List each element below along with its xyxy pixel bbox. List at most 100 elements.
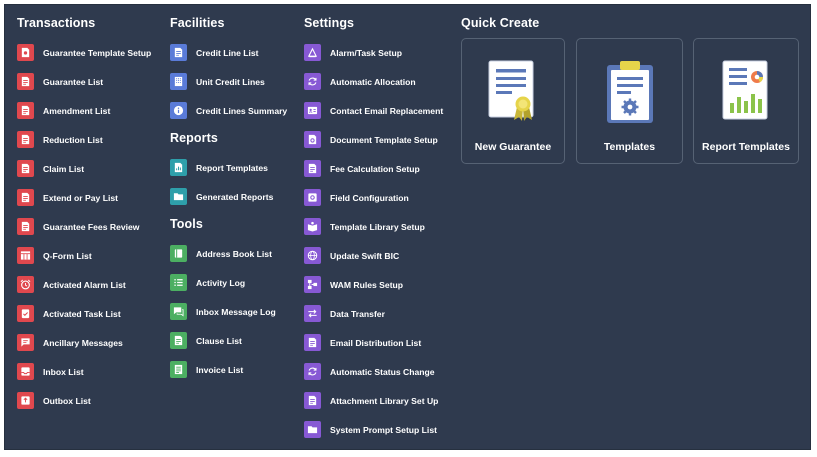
- menu-item-template-library-setup[interactable]: Template Library Setup: [304, 212, 454, 241]
- menu-item-clause-list[interactable]: Clause List: [170, 326, 300, 355]
- menu-item-label: Activated Task List: [43, 308, 121, 319]
- messages-icon: [170, 303, 187, 320]
- menu-item-label: Guarantee List: [43, 76, 104, 87]
- menu-item-automatic-status-change[interactable]: Automatic Status Change: [304, 357, 454, 386]
- facilities-reports-tools-column: Facilities Credit Line List Unit Credit …: [170, 5, 300, 384]
- menu-item-field-configuration[interactable]: Field Configuration: [304, 183, 454, 212]
- invoice-icon: [170, 361, 187, 378]
- menu-item-label: System Prompt Setup List: [330, 424, 437, 435]
- transactions-list: Guarantee Template Setup Guarantee List …: [17, 38, 167, 415]
- menu-item-invoice-list[interactable]: Invoice List: [170, 355, 300, 384]
- building-icon: [170, 73, 187, 90]
- menu-item-attachment-library-set-up[interactable]: Attachment Library Set Up: [304, 386, 454, 415]
- menu-item-label: Credit Line List: [196, 47, 259, 58]
- menu-item-extend-or-pay-list[interactable]: Extend or Pay List: [17, 183, 167, 212]
- menu-item-label: Field Configuration: [330, 192, 409, 203]
- menu-item-label: Reduction List: [43, 134, 103, 145]
- menu-item-label: Extend or Pay List: [43, 192, 118, 203]
- menu-item-inbox-message-log[interactable]: Inbox Message Log: [170, 297, 300, 326]
- quick-create-label: New Guarantee: [474, 141, 552, 153]
- menu-item-credit-lines-summary[interactable]: Credit Lines Summary: [170, 96, 300, 125]
- menu-item-wam-rules-setup[interactable]: WAM Rules Setup: [304, 270, 454, 299]
- menu-item-report-templates[interactable]: Report Templates: [170, 153, 300, 182]
- menu-item-activated-task-list[interactable]: Activated Task List: [17, 299, 167, 328]
- list-icon: [170, 274, 187, 291]
- menu-item-label: Activated Alarm List: [43, 279, 126, 290]
- document-icon: [304, 160, 321, 177]
- menu-item-label: Invoice List: [196, 364, 244, 375]
- menu-item-label: Template Library Setup: [330, 221, 425, 232]
- quick-create-label: Report Templates: [702, 141, 790, 153]
- menu-item-contact-email-replacement[interactable]: Contact Email Replacement: [304, 96, 454, 125]
- refresh-icon: [304, 73, 321, 90]
- report-document-icon: [722, 60, 768, 120]
- transactions-title: Transactions: [17, 16, 96, 30]
- menu-item-activated-alarm-list[interactable]: Activated Alarm List: [17, 270, 167, 299]
- document-icon: [304, 334, 321, 351]
- menu-item-guarantee-fees-review[interactable]: Guarantee Fees Review: [17, 212, 167, 241]
- menu-item-system-prompt-setup-list[interactable]: System Prompt Setup List: [304, 415, 454, 444]
- library-book-icon: [304, 218, 321, 235]
- certificate-icon: [488, 60, 534, 121]
- table-icon: [17, 247, 34, 264]
- menu-item-fee-calculation-setup[interactable]: Fee Calculation Setup: [304, 154, 454, 183]
- info-icon: [170, 102, 187, 119]
- menu-item-data-transfer[interactable]: Data Transfer: [304, 299, 454, 328]
- menu-item-label: Contact Email Replacement: [330, 105, 444, 116]
- field-config-icon: [304, 189, 321, 206]
- menu-item-inbox-list[interactable]: Inbox List: [17, 357, 167, 386]
- menu-item-credit-line-list[interactable]: Credit Line List: [170, 38, 300, 67]
- outbox-tray-icon: [17, 392, 34, 409]
- menu-item-label: Activity Log: [196, 277, 246, 288]
- menu-item-address-book-list[interactable]: Address Book List: [170, 239, 300, 268]
- task-check-icon: [17, 305, 34, 322]
- menu-item-ancillary-messages[interactable]: Ancillary Messages: [17, 328, 167, 357]
- menu-item-label: Credit Lines Summary: [196, 105, 288, 116]
- facilities-list: Credit Line List Unit Credit Lines Credi…: [170, 38, 300, 125]
- menu-item-label: Automatic Allocation: [330, 76, 416, 87]
- menu-item-label: Unit Credit Lines: [196, 76, 265, 87]
- clipboard-gear-icon: [606, 61, 653, 123]
- menu-item-label: Claim List: [43, 163, 85, 174]
- menu-item-label: Inbox Message Log: [196, 306, 276, 317]
- quick-create-new-guarantee[interactable]: New Guarantee: [461, 38, 565, 164]
- menu-item-q-form-list[interactable]: Q-Form List: [17, 241, 167, 270]
- menu-item-label: Document Template Setup: [330, 134, 438, 145]
- menu-item-label: Update Swift BIC: [330, 250, 400, 261]
- menu-item-guarantee-list[interactable]: Guarantee List: [17, 67, 167, 96]
- quick-create-column: Quick Create New Guarantee: [461, 5, 806, 164]
- address-book-icon: [170, 245, 187, 262]
- menu-item-guarantee-template-setup[interactable]: Guarantee Template Setup: [17, 38, 167, 67]
- menu-item-label: Clause List: [196, 335, 242, 346]
- settings-title: Settings: [304, 16, 355, 30]
- menu-item-update-swift-bic[interactable]: Update Swift BIC: [304, 241, 454, 270]
- menu-item-reduction-list[interactable]: Reduction List: [17, 125, 167, 154]
- quick-create-cards: New Guarantee Templates: [461, 38, 810, 164]
- doc-ribbon-icon: [17, 44, 34, 61]
- menu-item-outbox-list[interactable]: Outbox List: [17, 386, 167, 415]
- menu-item-automatic-allocation[interactable]: Automatic Allocation: [304, 67, 454, 96]
- tools-list: Address Book List Activity Log Inbox Mes…: [170, 239, 300, 384]
- quick-create-templates[interactable]: Templates: [576, 38, 683, 164]
- document-icon: [17, 189, 34, 206]
- alarm-task-icon: [304, 44, 321, 61]
- chat-bubble-icon: [17, 334, 34, 351]
- settings-list: Alarm/Task Setup Automatic Allocation Co…: [304, 38, 454, 444]
- folder-icon: [170, 188, 187, 205]
- menu-item-label: Inbox List: [43, 366, 84, 377]
- menu-item-unit-credit-lines[interactable]: Unit Credit Lines: [170, 67, 300, 96]
- menu-item-amendment-list[interactable]: Amendment List: [17, 96, 167, 125]
- tools-title: Tools: [170, 217, 203, 231]
- menu-item-generated-reports[interactable]: Generated Reports: [170, 182, 300, 211]
- quick-create-report-templates[interactable]: Report Templates: [693, 38, 799, 164]
- menu-item-label: Data Transfer: [330, 308, 385, 319]
- menu-item-activity-log[interactable]: Activity Log: [170, 268, 300, 297]
- menu-item-label: Q-Form List: [43, 250, 92, 261]
- menu-item-claim-list[interactable]: Claim List: [17, 154, 167, 183]
- menu-item-alarm-task-setup[interactable]: Alarm/Task Setup: [304, 38, 454, 67]
- menu-item-label: Generated Reports: [196, 191, 274, 202]
- menu-item-email-distribution-list[interactable]: Email Distribution List: [304, 328, 454, 357]
- menu-item-document-template-setup[interactable]: Document Template Setup: [304, 125, 454, 154]
- rules-flow-icon: [304, 276, 321, 293]
- settings-column: Settings Alarm/Task Setup Automatic Allo…: [304, 5, 454, 444]
